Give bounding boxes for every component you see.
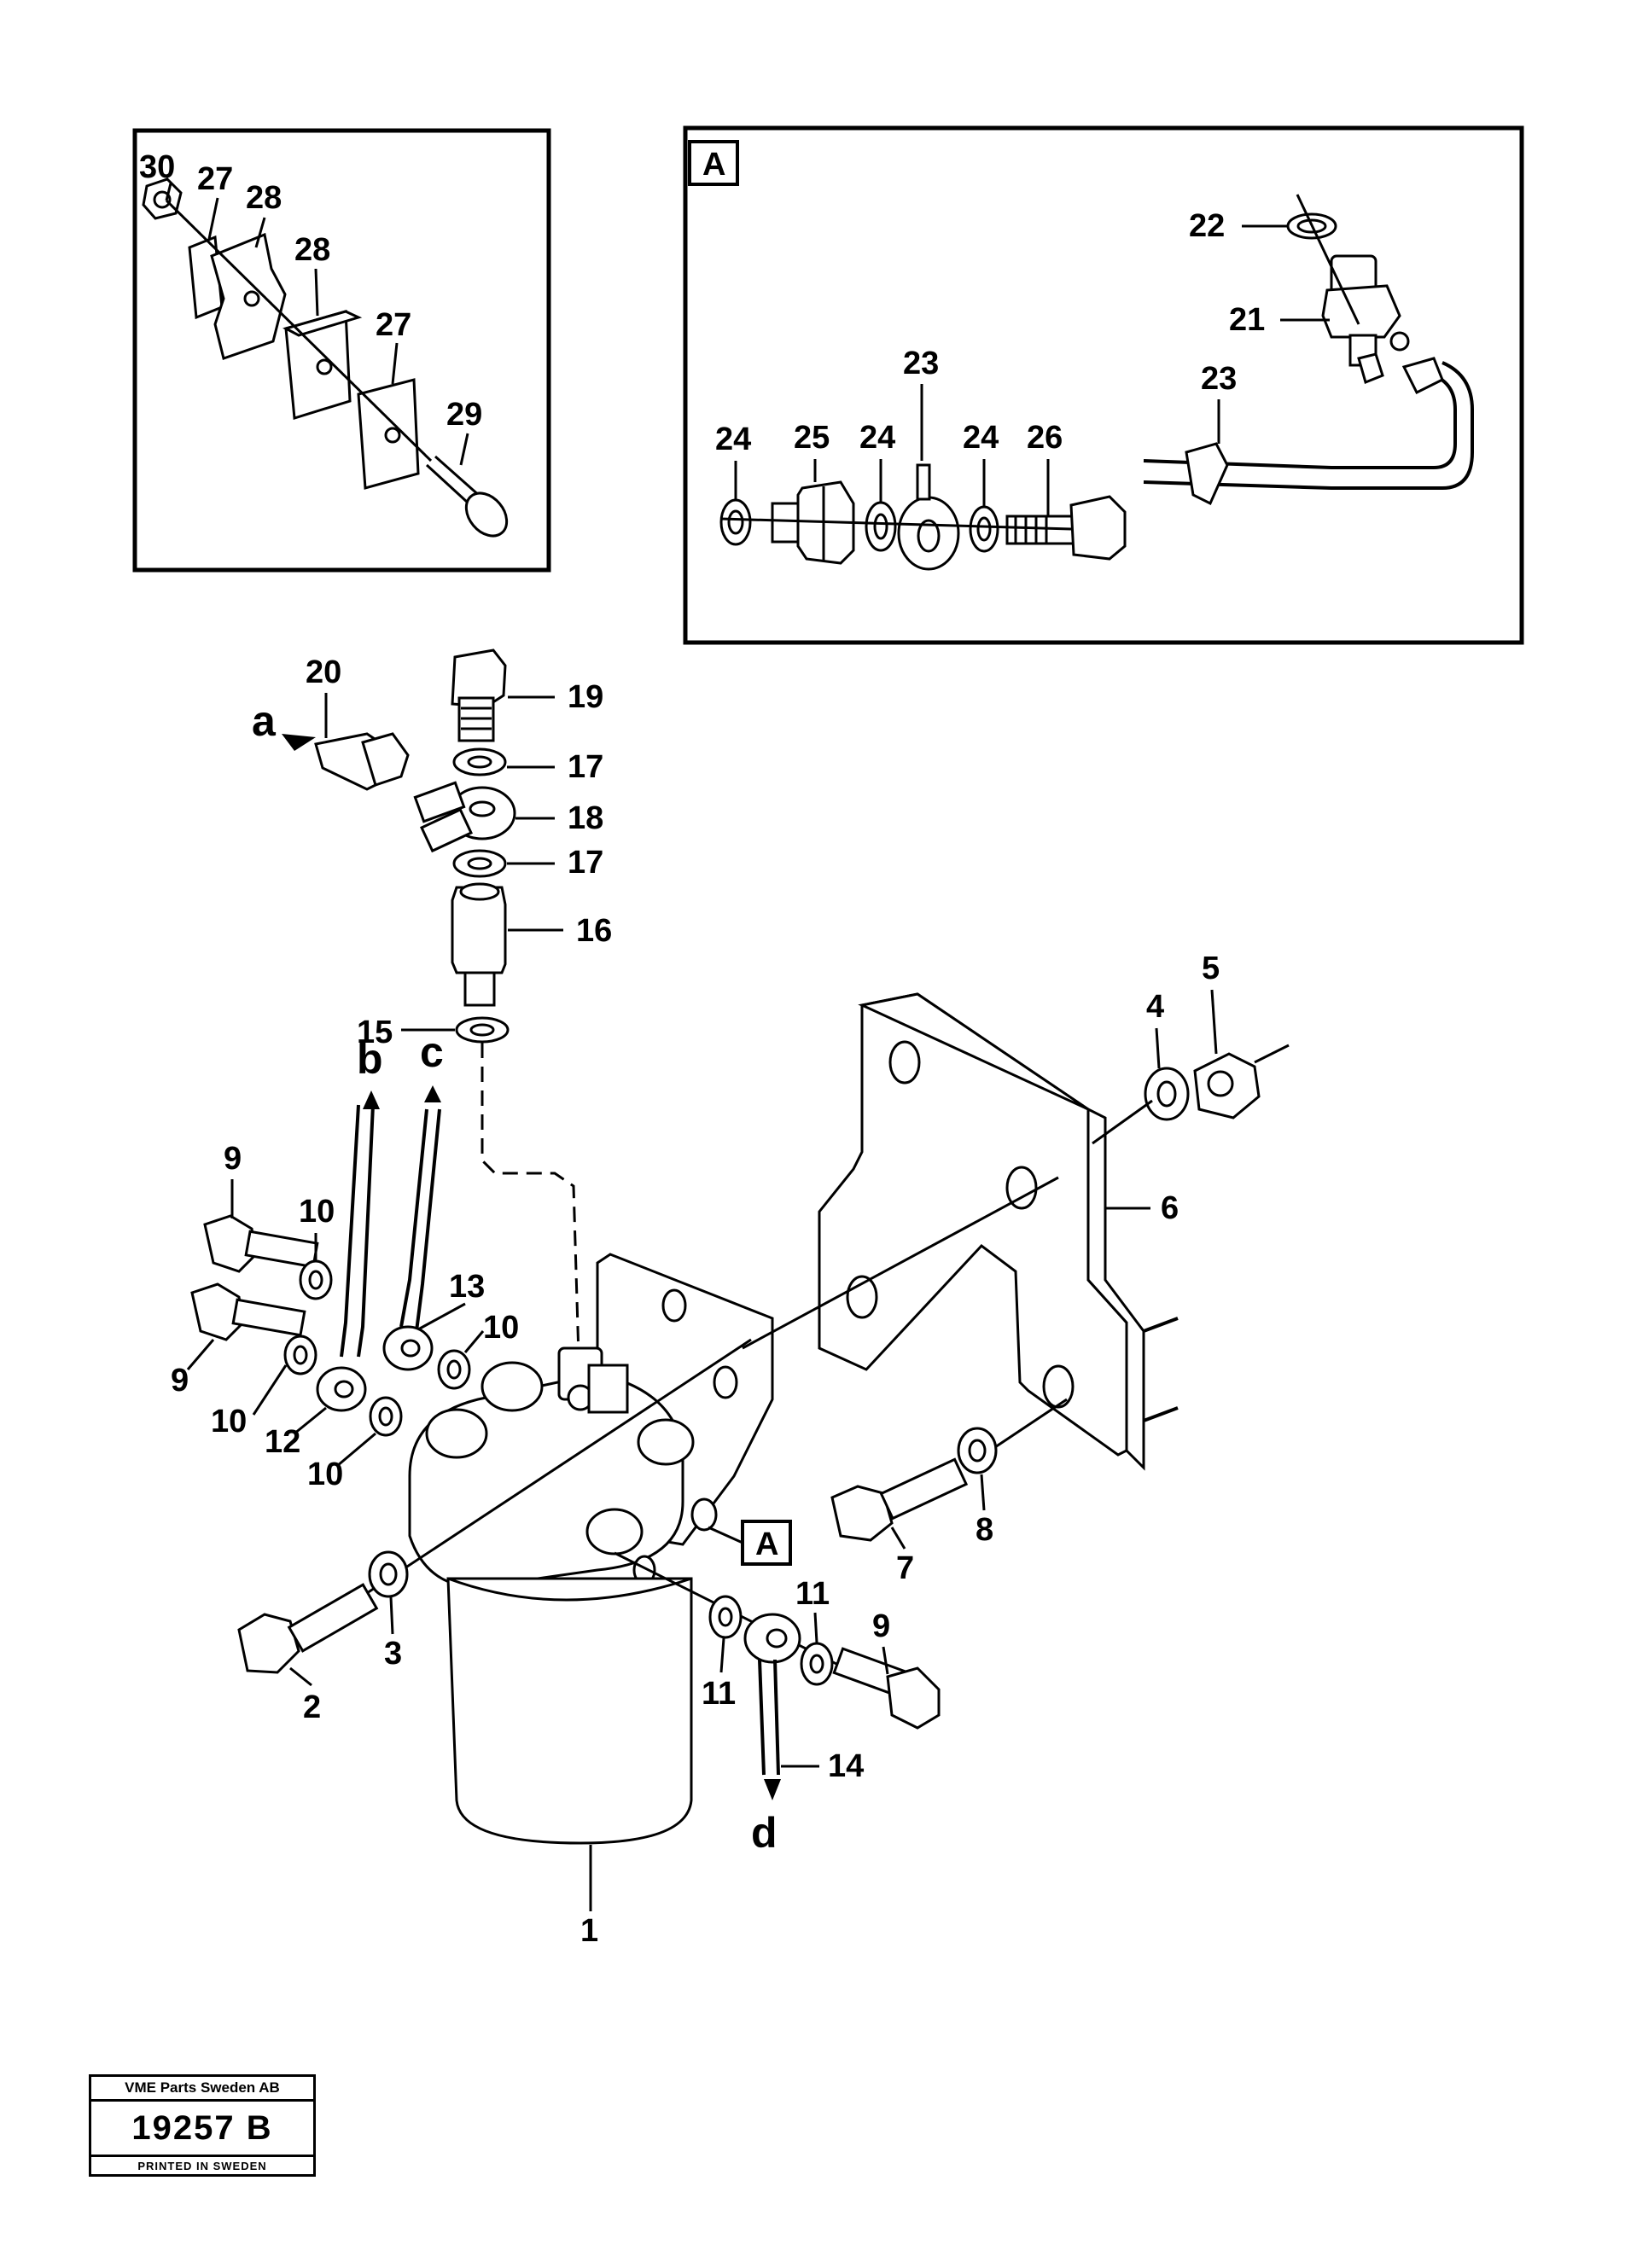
- label-27-lower: 27: [376, 307, 411, 343]
- label-10-right: 10: [483, 1310, 519, 1346]
- label-23-left: 23: [903, 346, 939, 381]
- label-28-lower: 28: [294, 232, 330, 268]
- label-21: 21: [1229, 302, 1265, 338]
- label-15: 15: [357, 1015, 393, 1050]
- callout-a-letter: A: [755, 1527, 778, 1562]
- stamp-drawing-number: 19257 B: [91, 2102, 313, 2157]
- stamp-printed-in: PRINTED IN SWEDEN: [137, 2160, 267, 2172]
- label-18: 18: [568, 800, 603, 836]
- label-9-lower-left: 9: [171, 1363, 189, 1399]
- label-2: 2: [303, 1689, 321, 1725]
- inset-clamp-box: [132, 128, 551, 573]
- label-7: 7: [896, 1550, 914, 1586]
- label-12: 12: [265, 1424, 300, 1460]
- label-3: 3: [384, 1636, 402, 1672]
- label-20: 20: [306, 654, 341, 690]
- arrow-c: [424, 1085, 441, 1102]
- label-9-upper-left: 9: [224, 1141, 242, 1177]
- label-28-top: 28: [246, 180, 282, 216]
- main-assembly-drawing: [190, 648, 1290, 1845]
- detail-a-drawing: [719, 194, 1474, 571]
- arrow-b: [363, 1090, 380, 1109]
- flow-letter-c: c: [420, 1028, 444, 1076]
- label-23-right: 23: [1201, 361, 1237, 397]
- label-4: 4: [1146, 989, 1164, 1025]
- label-5: 5: [1202, 951, 1220, 986]
- flow-letter-a: a: [252, 697, 277, 745]
- label-1: 1: [580, 1913, 598, 1949]
- label-30: 30: [139, 149, 175, 185]
- flow-letter-b: b: [357, 1035, 383, 1083]
- detail-a-tag-letter: A: [702, 147, 725, 183]
- label-25: 25: [794, 420, 830, 456]
- drawing-stamp: VME Parts Sweden AB 19257 B PRINTED IN S…: [89, 2074, 316, 2177]
- label-10-upper: 10: [299, 1194, 335, 1230]
- label-14: 14: [828, 1748, 864, 1784]
- label-8: 8: [976, 1512, 993, 1548]
- label-26: 26: [1027, 420, 1063, 456]
- label-17-lower: 17: [568, 845, 603, 881]
- label-19: 19: [568, 679, 603, 715]
- arrow-a: [282, 734, 316, 751]
- label-24-middle: 24: [859, 420, 895, 456]
- stamp-company: VME Parts Sweden AB: [91, 2077, 313, 2102]
- label-10-bottom: 10: [307, 1457, 343, 1492]
- flow-letter-d: d: [751, 1809, 778, 1857]
- label-13: 13: [449, 1269, 485, 1305]
- label-9-right: 9: [872, 1608, 890, 1644]
- detail-a-box: [683, 125, 1524, 645]
- arrow-d: [764, 1779, 781, 1800]
- label-24-left: 24: [715, 422, 751, 457]
- label-11-left: 11: [702, 1676, 736, 1712]
- label-27-top: 27: [197, 161, 233, 197]
- label-6: 6: [1161, 1190, 1179, 1226]
- label-11-right: 11: [795, 1576, 830, 1612]
- detail-a-tag: [688, 140, 739, 186]
- label-22: 22: [1189, 208, 1225, 244]
- label-17-top: 17: [568, 749, 603, 785]
- label-16: 16: [576, 913, 612, 949]
- label-24-right: 24: [963, 420, 999, 456]
- label-10-lower-left: 10: [211, 1404, 247, 1439]
- clamp-assembly-drawing: [142, 177, 509, 538]
- label-29: 29: [446, 397, 482, 433]
